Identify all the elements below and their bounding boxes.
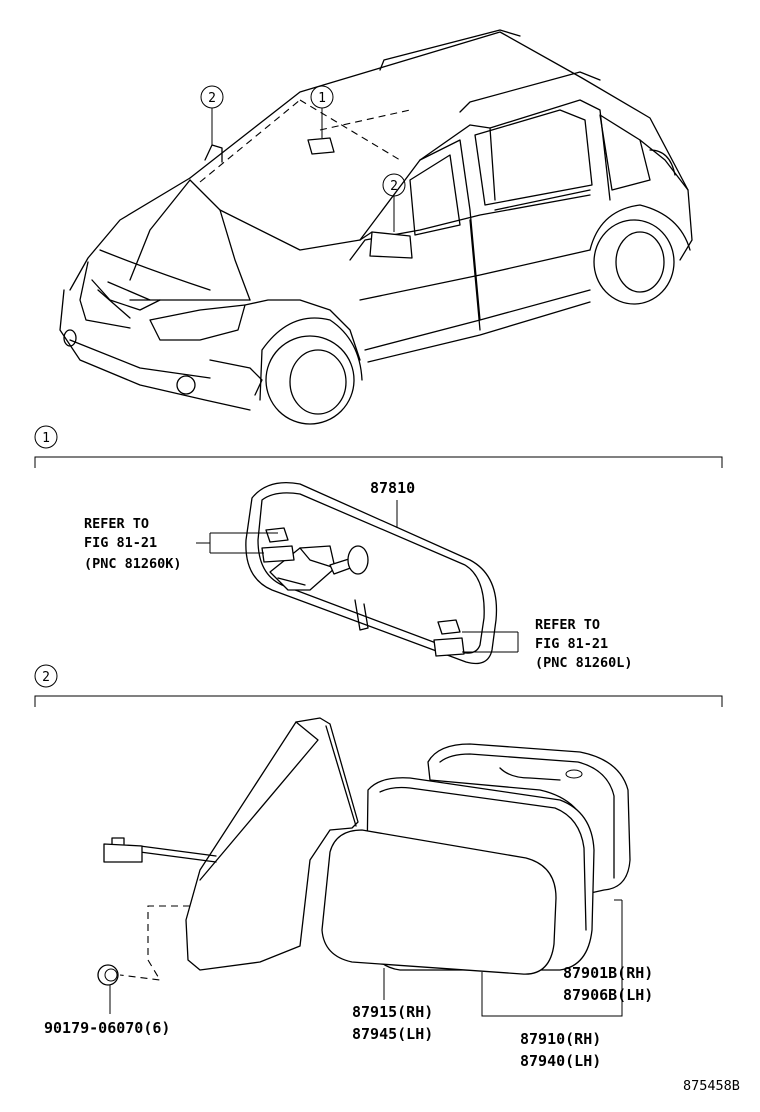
svg-text:87915(RH): 87915(RH) — [352, 1003, 433, 1021]
svg-text:87945(LH): 87945(LH) — [352, 1025, 433, 1043]
svg-text:FIG 81-21: FIG 81-21 — [84, 535, 157, 551]
svg-text:(PNC 81260L): (PNC 81260L) — [535, 655, 633, 671]
svg-text:2: 2 — [42, 670, 50, 685]
svg-text:(PNC 81260K): (PNC 81260K) — [84, 556, 182, 572]
refer-right-note: REFER TO FIG 81-21 (PNC 81260L) — [462, 617, 633, 671]
section-2-header: 2 — [34, 664, 723, 707]
svg-text:87940(LH): 87940(LH) — [520, 1052, 601, 1070]
callout-2-car-left: 2 — [200, 85, 224, 145]
label-bolt: 90179-06070(6) — [44, 1019, 170, 1037]
svg-text:87810: 87810 — [370, 479, 415, 497]
label-mirror-assy: 87910(RH) 87940(LH) — [520, 1030, 601, 1070]
callout-number: 2 — [390, 179, 398, 194]
svg-text:90179-06070(6): 90179-06070(6) — [44, 1019, 170, 1037]
label-glass: 87915(RH) 87945(LH) — [352, 1003, 433, 1043]
section-1-header: 1 — [34, 425, 723, 468]
svg-text:87901B(RH): 87901B(RH) — [563, 964, 653, 982]
callout-number: 2 — [208, 91, 216, 106]
svg-text:REFER TO: REFER TO — [84, 516, 149, 532]
svg-text:87906B(LH): 87906B(LH) — [563, 986, 653, 1004]
inner-rear-view-mirror — [245, 481, 498, 665]
svg-text:REFER TO: REFER TO — [535, 617, 600, 633]
svg-text:FIG 81-21: FIG 81-21 — [535, 636, 608, 652]
section-2-leaders — [109, 899, 623, 1017]
callout-1-car: 1 — [310, 85, 334, 138]
outer-rear-view-mirror — [97, 717, 631, 986]
svg-text:1: 1 — [42, 431, 50, 446]
callout-number: 1 — [318, 91, 326, 106]
label-cover: 87901B(RH) 87906B(LH) — [563, 964, 653, 1004]
svg-text:87910(RH): 87910(RH) — [520, 1030, 601, 1048]
callout-2-car-right: 2 — [382, 173, 406, 232]
refer-left-note: REFER TO FIG 81-21 (PNC 81260K) — [84, 516, 278, 572]
part-label-87810: 87810 — [370, 479, 415, 528]
vehicle-illustration — [59, 29, 693, 425]
figure-code: 875458B — [683, 1078, 740, 1094]
